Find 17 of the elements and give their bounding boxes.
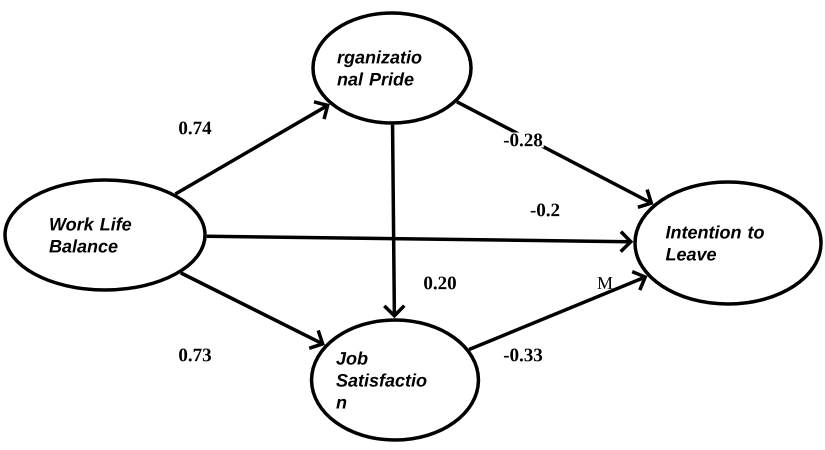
arrow: [206, 230, 634, 253]
ellipse-node: rganizatio nal Pride: [311, 11, 473, 125]
ellipse-node: Job Satisfactio n: [310, 318, 480, 442]
edge-label: -0.2: [528, 202, 562, 218]
arrow: [383, 124, 406, 318]
edge-label: 0.73: [177, 348, 213, 362]
arrow: [180, 271, 325, 350]
edge-label: 0.74: [177, 120, 213, 136]
label: M: [598, 277, 612, 289]
arrow: [456, 100, 654, 209]
edge-label: -0.28: [502, 132, 544, 148]
ellipse-node: Work Life Balance: [3, 178, 207, 292]
edge-label: 0.20: [422, 276, 458, 290]
arrow: [174, 100, 330, 196]
arrow: [468, 270, 648, 352]
ellipse-node: Intention to Leave: [633, 180, 823, 306]
edge-label: -0.33: [502, 348, 544, 362]
